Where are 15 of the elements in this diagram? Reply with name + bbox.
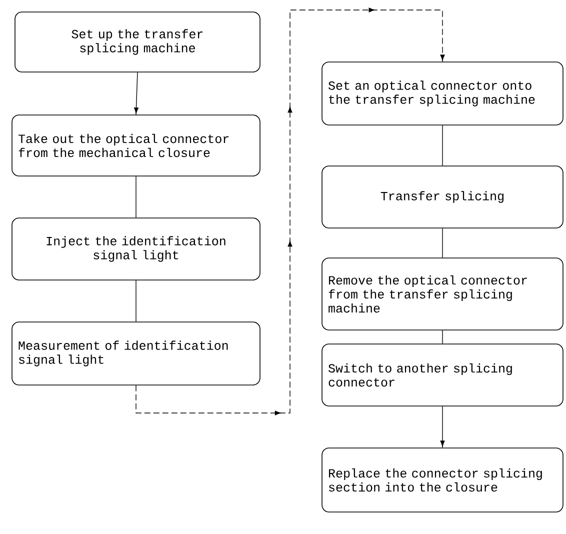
process-box: Take out the optical connector from the mechanical closure: [12, 114, 260, 176]
connector-line: [136, 8, 445, 416]
process-box: Switch to another splicing connector: [322, 344, 564, 406]
connector-line: [440, 406, 445, 448]
process-box: Set up the transfer splicing machine: [14, 12, 260, 72]
connector-line: [134, 72, 138, 115]
connector-line: [442, 228, 443, 258]
connector-line: [442, 125, 443, 166]
process-box: Remove the optical connector from the transfer splicing machine: [322, 258, 564, 330]
process-box: Measurement of identification signal light: [12, 322, 260, 386]
process-box: Inject the identification signal light: [12, 218, 260, 280]
process-box: Set an optical connector onto the transfer splicing machine: [322, 62, 564, 126]
process-box: Transfer splicing: [322, 166, 564, 228]
process-box: Replace the connector splicing section into the closure: [322, 448, 564, 512]
connector-line: [442, 330, 443, 344]
